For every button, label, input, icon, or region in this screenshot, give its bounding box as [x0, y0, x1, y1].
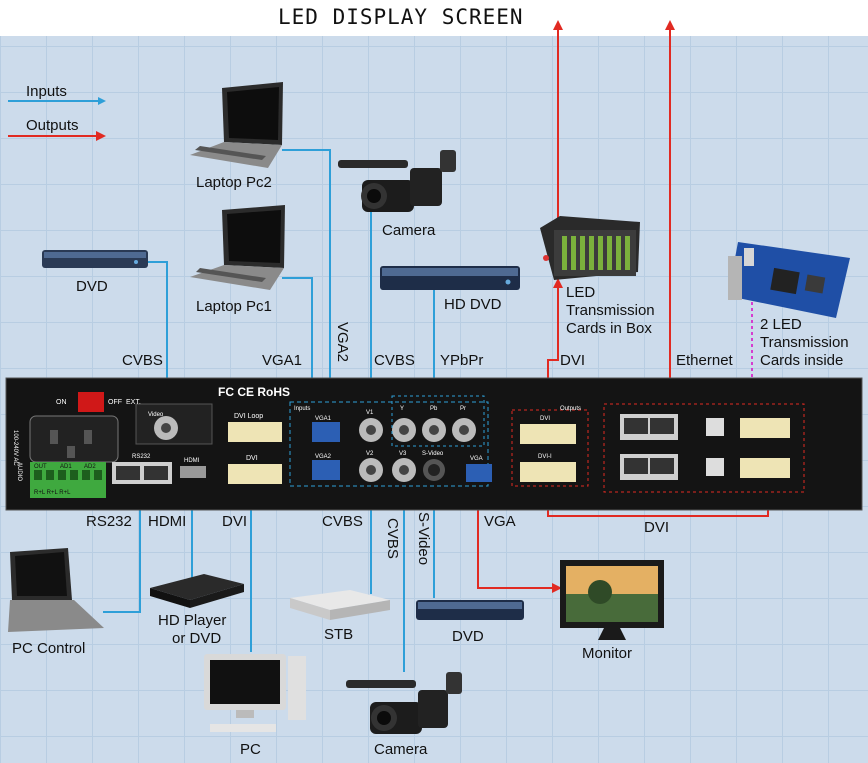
panel-vga1-label: VGA1 [315, 416, 332, 422]
panel-v3-label: V3 [399, 451, 407, 457]
led-cards-box-line3: Cards in Box [566, 320, 652, 337]
led-cards-inside-line3: Cards inside [760, 352, 844, 369]
led-cards-inside-line1: 2 LED [760, 316, 802, 333]
signal-cvbs-left: CVBS [122, 352, 163, 369]
laptop-pc2-icon [190, 82, 283, 168]
hd-dvd-label: HD DVD [444, 296, 502, 313]
panel-rs232-label: RS232 [132, 454, 151, 460]
panel-outputs-label: Outputs [560, 406, 581, 412]
pc-icon [204, 654, 306, 732]
laptop-pc2-label: Laptop Pc2 [196, 174, 272, 191]
signal-dvi-top: DVI [560, 352, 586, 369]
hd-dvd-icon [380, 266, 520, 290]
hdmi-port [180, 466, 206, 478]
panel-dvi-label: DVI [246, 455, 258, 462]
inputs-box [289, 401, 489, 487]
laptop-pc1-icon [190, 205, 285, 290]
panel-dvi-out1-label: DVI [540, 416, 550, 422]
led-cards-box-line1: LED [566, 284, 596, 301]
pc-label: PC [240, 741, 261, 758]
dvd-bottom-label: DVD [452, 628, 484, 645]
legend-outputs-label: Outputs [26, 117, 79, 134]
signal-svideo: S-Video [415, 512, 432, 566]
audio-terminal [30, 462, 106, 498]
monitor-icon [560, 560, 664, 640]
dvi-loop-port [228, 422, 282, 442]
signal-dvi-out: DVI [644, 519, 670, 536]
led-cards-inside-line2: Transmission [760, 334, 849, 351]
camera-top-icon [338, 150, 456, 212]
panel-cert-logos: FC CE RoHS [218, 385, 290, 399]
dvd-left-icon [42, 250, 148, 268]
panel-rl-label: R+L R+L R+L [34, 490, 71, 496]
signal-ypbpr: YPbPr [440, 352, 484, 369]
panel-ad1-label: AD1 [60, 464, 72, 470]
panel-pb-label: Pb [430, 406, 438, 412]
camera-top-label: Camera [382, 222, 436, 239]
panel-svideo-label: S-Video [422, 451, 444, 457]
dvi-i-output-port [520, 462, 576, 482]
dvd-left-label: DVD [76, 278, 108, 295]
pc-control-label: PC Control [12, 640, 86, 657]
bnc-ports [359, 418, 476, 482]
panel-power-label: 100-240V AC [12, 430, 18, 466]
panel-inputs-label: Inputs [294, 406, 310, 412]
hd-player-icon [150, 574, 244, 608]
panel-vga2-label: VGA2 [315, 454, 332, 460]
panel-video-label: Video [148, 412, 164, 418]
monitor-label: Monitor [582, 645, 633, 662]
stb-icon [290, 590, 390, 620]
panel-hdmi-label: HDMI [184, 458, 200, 464]
panel-dvi-out2-label: DVI-I [538, 454, 552, 460]
vga2-port [312, 460, 340, 480]
outputs-box [511, 409, 589, 487]
hd-player-line2: or DVD [172, 630, 222, 647]
panel-vga-label: VGA [470, 456, 483, 462]
laptop-pc1-label: Laptop Pc1 [196, 298, 272, 315]
signal-cvbs-vertical: CVBS [384, 518, 401, 559]
vga1-port [312, 422, 340, 442]
signal-rs232: RS232 [86, 513, 132, 530]
panel-on-label: ON [56, 399, 67, 406]
led-cards-box-icon [540, 216, 640, 280]
dvi-output-port [520, 424, 576, 444]
dvd-bottom-icon [416, 600, 524, 620]
dvi-input-port [228, 464, 282, 484]
page-title: LED DISPLAY SCREEN [278, 5, 524, 29]
input-lines [103, 149, 438, 672]
panel-ext-label: EXT. [126, 399, 141, 406]
legend-inputs-label: Inputs [26, 83, 67, 100]
stb-label: STB [324, 626, 354, 643]
signal-vga2: VGA2 [334, 322, 351, 363]
pc-control-icon [8, 548, 104, 632]
camera-bottom-label: Camera [374, 741, 428, 758]
signal-vga1: VGA1 [262, 352, 303, 369]
panel-out-label: OUT [34, 464, 47, 470]
panel-v2-label: V2 [366, 451, 374, 457]
signal-cvbs-bottom: CVBS [322, 513, 363, 530]
signal-dvi-bottom: DVI [222, 513, 248, 530]
led-cards-box-line2: Transmission [566, 302, 655, 319]
signal-vga-bottom: VGA [484, 513, 516, 530]
led-transmission-card-icon [728, 242, 850, 318]
panel-ad2-label: AD2 [84, 464, 96, 470]
panel-pr-label: Pr [460, 406, 466, 412]
panel-off-label: OFF [108, 399, 122, 406]
processor-panel [5, 377, 863, 511]
signal-cvbs-top: CVBS [374, 352, 415, 369]
camera-bottom-icon [346, 672, 462, 734]
panel-audio-label: AUDIO [16, 462, 22, 481]
signal-hdmi: HDMI [148, 513, 187, 530]
panel-v1-label: V1 [366, 410, 374, 416]
power-switch[interactable] [78, 392, 104, 412]
vga-output-port [466, 464, 492, 482]
panel-dvi-loop-label: DVI Loop [234, 413, 263, 420]
hd-player-line1: HD Player [158, 612, 227, 629]
signal-ethernet: Ethernet [676, 352, 733, 369]
led-screen-band [0, 0, 868, 36]
panel-y-label: Y [400, 406, 404, 412]
